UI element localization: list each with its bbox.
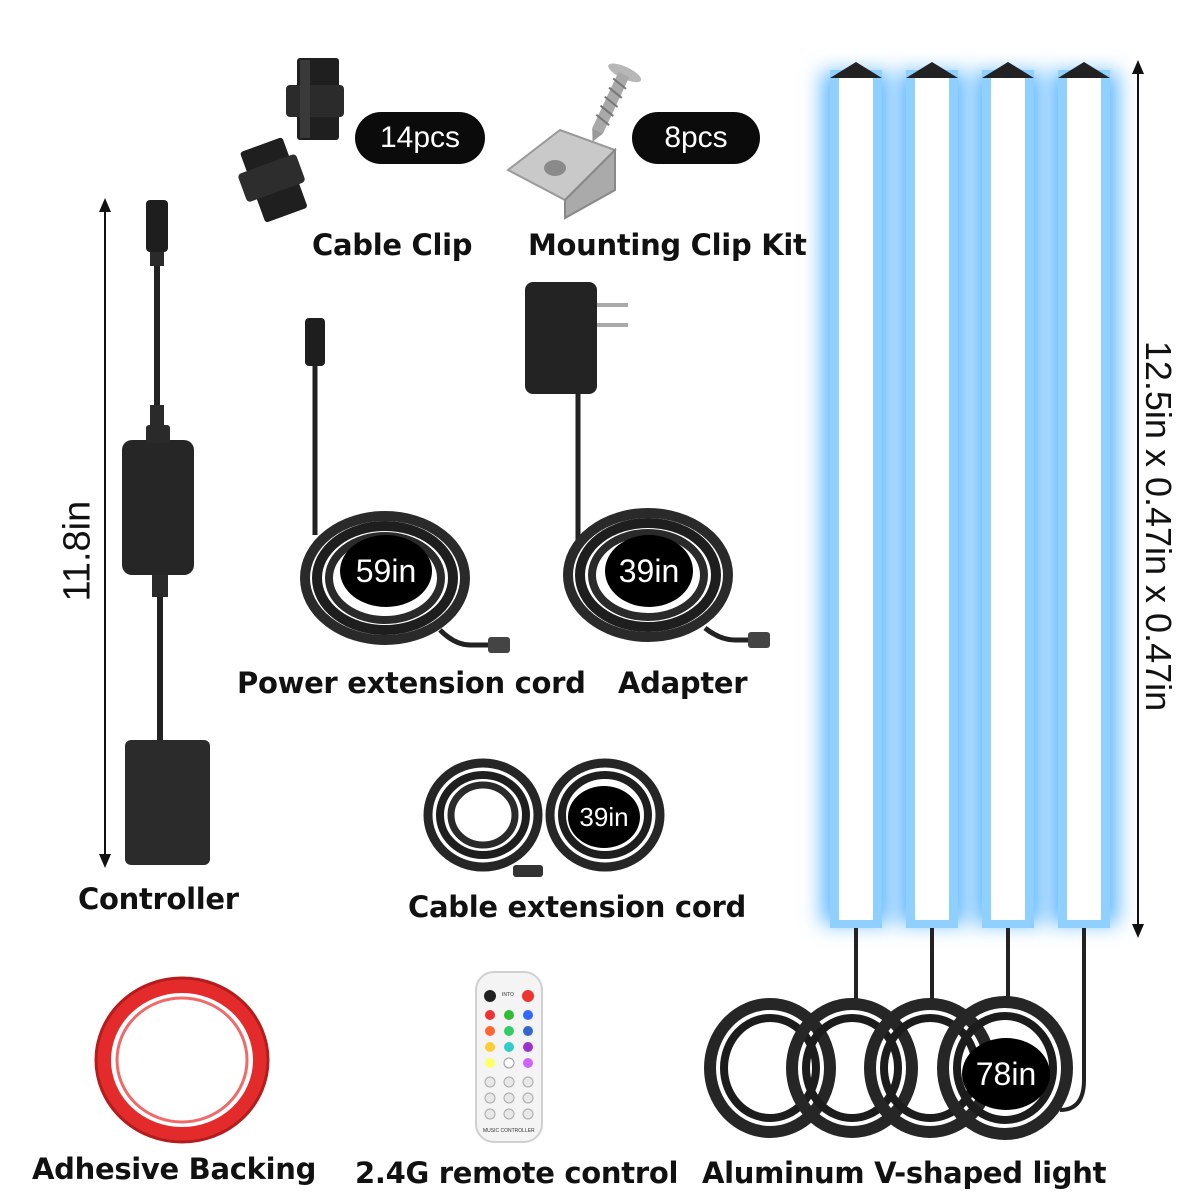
- cable-extension-cord-label: Cable extension cord: [408, 890, 746, 924]
- remote-top-button-text: INTO: [502, 992, 514, 998]
- adapter-length-badge: 39in: [605, 535, 693, 607]
- remote-control-label: 2.4G remote control: [355, 1156, 679, 1190]
- adapter-label: Adapter: [618, 666, 748, 700]
- light-cable-length-badge: 78in: [962, 1038, 1050, 1110]
- remote-footer-text: MUSIC CONTROLLER: [483, 1128, 535, 1134]
- cable-clip-quantity-badge: 14pcs: [355, 112, 485, 164]
- light-bar-label: Aluminum V-shaped light: [702, 1156, 1107, 1190]
- adhesive-backing-label: Adhesive Backing: [32, 1152, 317, 1186]
- power-extension-cord-label: Power extension cord: [237, 666, 586, 700]
- light-bar-3: [974, 62, 1042, 928]
- controller-label: Controller: [78, 882, 239, 916]
- power-extension-length-badge: 59in: [340, 535, 432, 607]
- mounting-clip-kit-label: Mounting Clip Kit: [528, 228, 807, 262]
- cable-extension-length-badge: 39in: [568, 786, 640, 848]
- mounting-clip-quantity-badge: 8pcs: [632, 112, 760, 164]
- light-bar-4: [1050, 62, 1118, 928]
- light-size-dimension: 12.5in x 0.47in x 0.47in: [1138, 340, 1179, 712]
- light-bar-1: [822, 62, 890, 928]
- cable-clip-label: Cable Clip: [312, 228, 473, 262]
- light-bar-2: [898, 62, 966, 928]
